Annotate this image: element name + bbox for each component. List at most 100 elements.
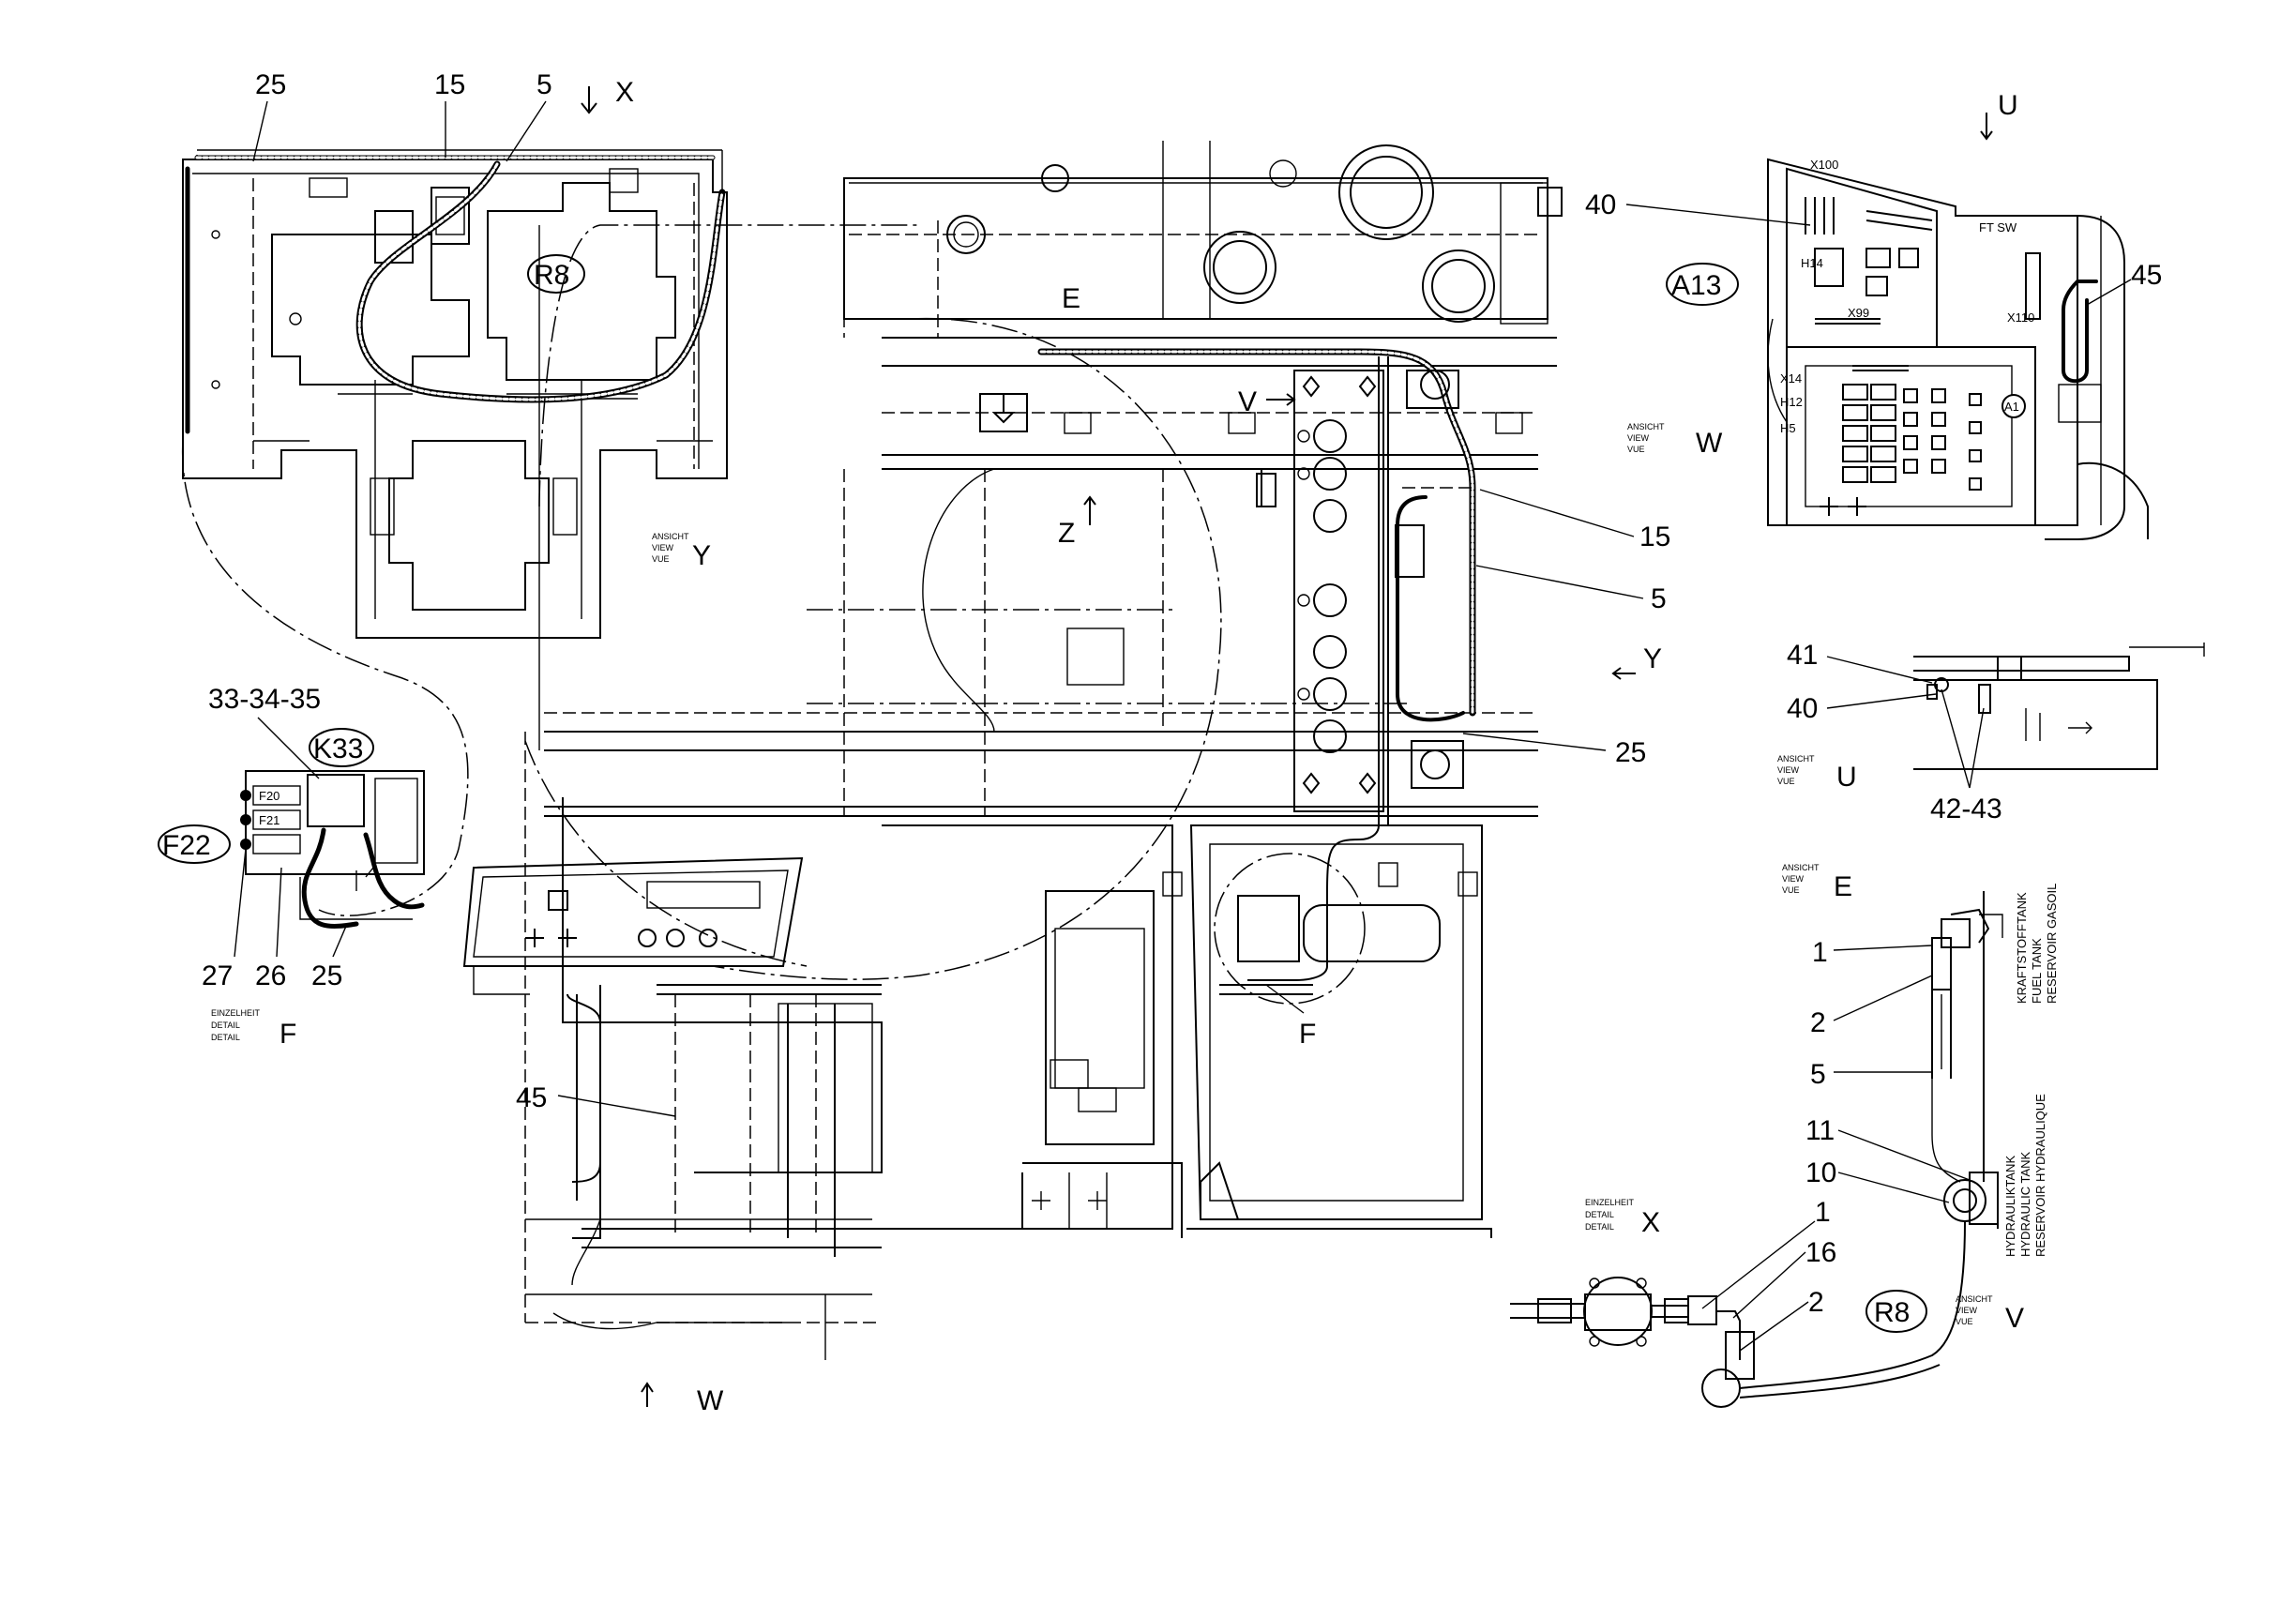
svg-text:F22: F22: [162, 830, 211, 861]
callout-42-43: 42-43: [1930, 794, 2002, 824]
view-v-arrow-icon: [1266, 393, 1296, 406]
callout-e-5: 5: [1810, 1059, 1826, 1090]
callout-5-top: 5: [536, 69, 552, 100]
label-fuel-tank-fr: RESERVOIR GASOIL: [2045, 884, 2059, 1004]
view-y-word-3: VUE: [652, 554, 670, 564]
bubble-r8-top: R8: [527, 254, 585, 294]
view-u-word-1: ANSICHT: [1777, 754, 1815, 764]
view-y-panel: [181, 149, 728, 916]
label-hydraulic-tank-fr: RESERVOIR HYDRAULIQUE: [2033, 1094, 2047, 1257]
svg-text:K33: K33: [313, 733, 363, 764]
view-e-word-1: ANSICHT: [1782, 863, 1820, 872]
view-w-word-1: ANSICHT: [1627, 422, 1665, 431]
callout-e-11: 11: [1805, 1115, 1835, 1146]
bubble-k33: K33: [309, 728, 374, 767]
view-z-arrow-icon: [1083, 495, 1096, 525]
label-f-main: F: [1299, 1019, 1316, 1050]
view-x-arrow-icon: [581, 86, 597, 114]
label-e: E: [1062, 283, 1080, 314]
label-w-bottom: W: [697, 1385, 724, 1416]
label-f20: F20: [259, 789, 279, 803]
callout-e-1: 1: [1812, 937, 1828, 968]
label-h12: H12: [1780, 395, 1803, 409]
detail-x-word-1: EINZELHEIT: [1585, 1198, 1635, 1207]
view-v-letter: V: [2005, 1303, 2024, 1334]
label-f21: F21: [259, 813, 279, 827]
detail-f-word-3: DETAIL: [211, 1033, 240, 1042]
detail-f-word-2: DETAIL: [211, 1021, 240, 1030]
callout-e-10: 10: [1805, 1157, 1836, 1188]
label-fuel-tank-en: FUEL TANK: [2030, 938, 2044, 1004]
label-v: V: [1238, 386, 1257, 417]
callout-41: 41: [1787, 640, 1818, 671]
label-fuel-tank-de: KRAFTSTOFFTANK: [2015, 892, 2029, 1004]
bracket-fittings: [1297, 419, 1347, 753]
label-x14: X14: [1780, 371, 1802, 386]
callout-25-right: 25: [1615, 737, 1646, 768]
bubble-f22: F22: [158, 824, 231, 864]
view-u-bracket: [1913, 643, 2205, 770]
view-e-word-2: VIEW: [1782, 874, 1805, 884]
callout-45-main: 45: [516, 1082, 547, 1113]
label-x110: X110: [2007, 310, 2034, 325]
label-hydraulic-tank-en: HYDRAULIC TANK: [2018, 1151, 2032, 1257]
detail-f-relay-block: [240, 770, 425, 929]
bubble-a13: A13: [1666, 263, 1739, 306]
view-w-word-2: VIEW: [1627, 433, 1650, 443]
view-w-arrow-icon: [641, 1382, 654, 1407]
view-w-letter: W: [1696, 428, 1723, 459]
callout-33-34-35: 33-34-35: [208, 684, 321, 715]
view-y-arrow-icon: [1611, 667, 1636, 680]
callout-5-right: 5: [1651, 583, 1667, 614]
detail-x-word-3: DETAIL: [1585, 1222, 1614, 1232]
callout-40-top: 40: [1585, 189, 1616, 220]
callout-26: 26: [255, 960, 286, 991]
label-ft-sw: FT SW: [1979, 220, 2017, 234]
callout-x-1: 1: [1815, 1197, 1831, 1228]
view-y-word-1: ANSICHT: [652, 532, 689, 541]
view-y-word-2: VIEW: [652, 543, 674, 552]
callout-25-detail-f: 25: [311, 960, 342, 991]
view-v-word-3: VUE: [1956, 1317, 1973, 1326]
view-e-word-3: VUE: [1782, 885, 1800, 895]
detail-f-word-1: EINZELHEIT: [211, 1008, 261, 1018]
callout-15-top: 15: [434, 69, 465, 100]
svg-text:R8: R8: [1874, 1297, 1910, 1328]
callout-e-2: 2: [1810, 1007, 1826, 1038]
svg-text:A1: A1: [2004, 400, 2019, 414]
view-u-letter: U: [1836, 762, 1857, 793]
main-machine-view: [462, 141, 1563, 1360]
view-w-word-3: VUE: [1627, 445, 1645, 454]
callout-27: 27: [202, 960, 233, 991]
label-h5: H5: [1780, 421, 1796, 435]
view-u-arrow-label: U: [1998, 90, 2018, 121]
view-e-fittings: [1931, 891, 2003, 1229]
view-u-control-board: [1767, 158, 2149, 540]
bubble-r8-bottom: R8: [1866, 1290, 1927, 1333]
view-e-letter: E: [1834, 871, 1852, 902]
view-u-word-2: VIEW: [1777, 765, 1800, 775]
view-u-word-3: VUE: [1777, 777, 1795, 786]
view-v-word-1: ANSICHT: [1956, 1294, 1993, 1304]
callout-40-u: 40: [1787, 693, 1818, 724]
view-y-letter: Y: [692, 540, 711, 571]
callout-15-right: 15: [1639, 522, 1670, 552]
view-x-label: X: [615, 77, 634, 108]
detail-x-word-2: DETAIL: [1585, 1210, 1614, 1219]
callout-x-2: 2: [1808, 1287, 1824, 1318]
svg-text:A13: A13: [1671, 270, 1721, 301]
label-hydraulic-tank-de: HYDRAULIKTANK: [2003, 1156, 2017, 1257]
callout-25-top: 25: [255, 69, 286, 100]
detail-x-letter: X: [1641, 1207, 1660, 1238]
relay-grid: [1842, 384, 1982, 491]
bubble-a1: A1: [2001, 394, 2026, 418]
detail-x-filter: [1510, 1220, 1966, 1408]
label-h14: H14: [1801, 256, 1823, 270]
detail-f-letter: F: [279, 1019, 296, 1050]
callout-45-right: 45: [2131, 260, 2162, 291]
callout-x-16: 16: [1805, 1237, 1836, 1268]
view-v-word-2: VIEW: [1956, 1306, 1978, 1315]
view-y-arrow-label: Y: [1643, 643, 1662, 674]
